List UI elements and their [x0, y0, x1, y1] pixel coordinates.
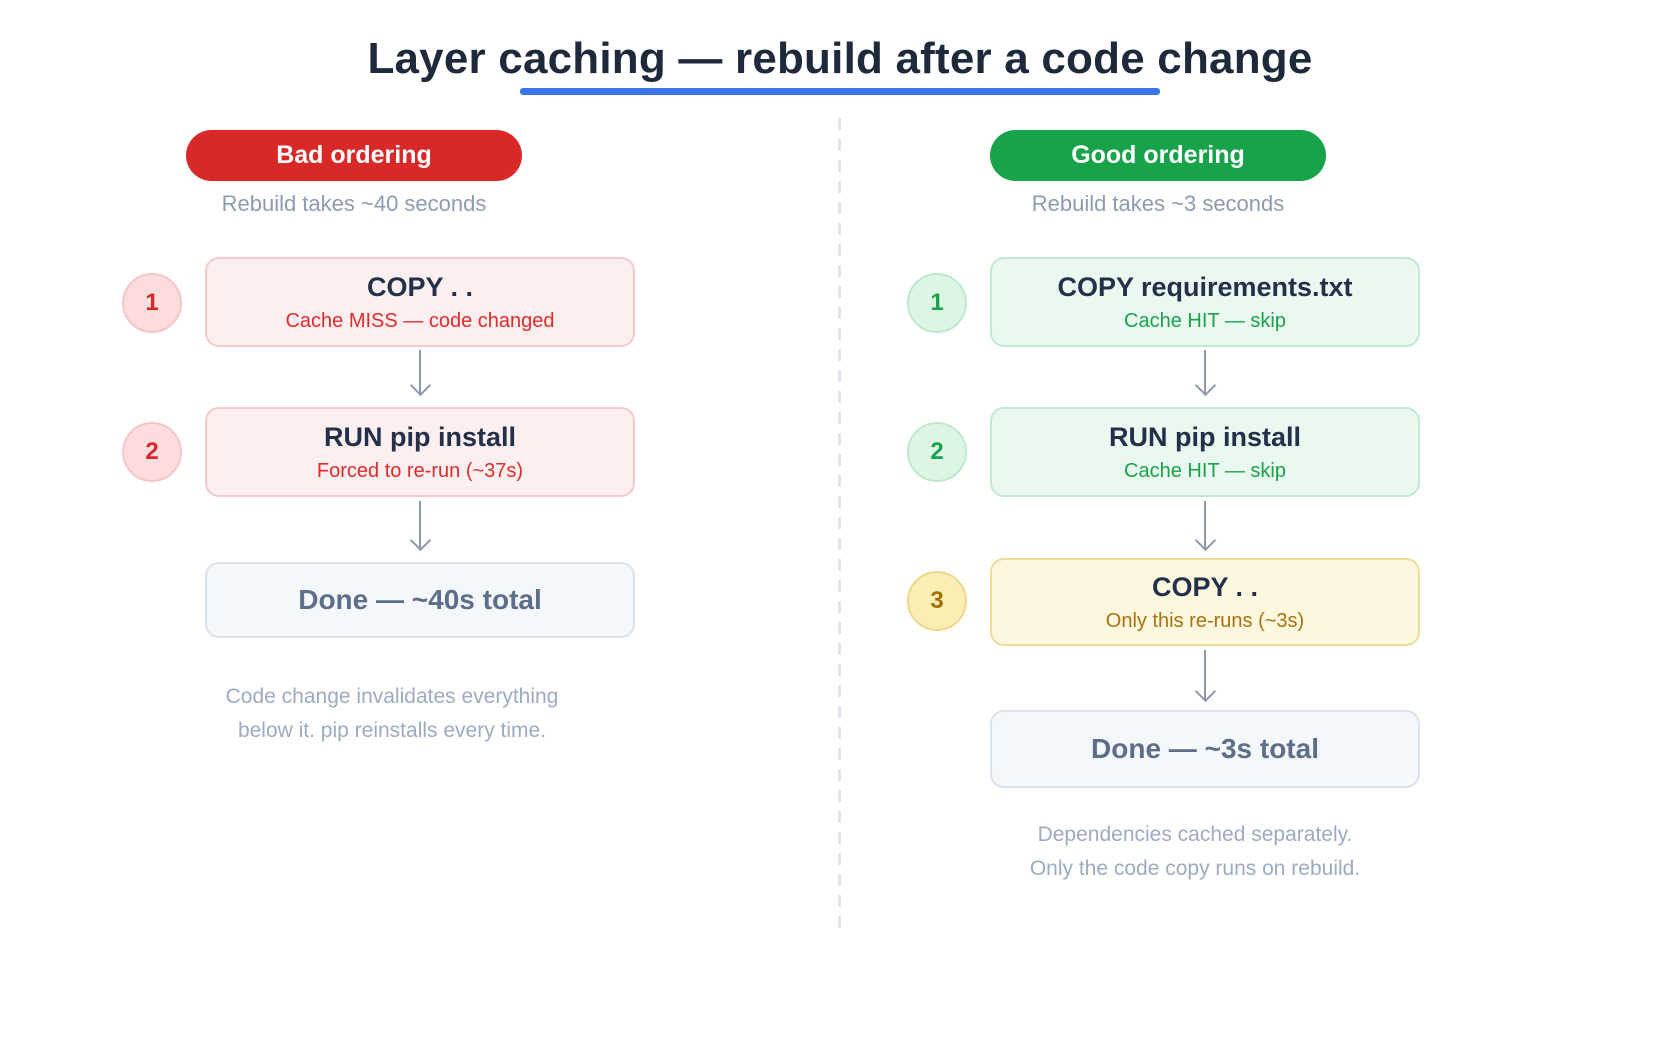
good-step-1-box: COPY requirements.txt Cache HIT — skip: [990, 257, 1420, 347]
bad-step-2-detail: Forced to re-run (~37s): [316, 459, 524, 482]
good-note-line-1: Dependencies cached separately.: [1037, 823, 1353, 846]
title-underline: [520, 88, 1160, 95]
good-ordering-badge: Good ordering: [990, 130, 1326, 181]
good-step-2-title: RUN pip install: [1108, 421, 1301, 452]
good-step-1-detail: Cache HIT — skip: [1124, 309, 1286, 332]
bad-step-2-title: RUN pip install: [323, 421, 516, 452]
good-step-3-title: COPY . .: [1151, 571, 1259, 602]
good-done-box: Done — ~3s total: [990, 710, 1420, 788]
arrow-down-icon: [1204, 650, 1206, 700]
good-step-1-title: COPY requirements.txt: [1057, 271, 1353, 302]
bad-column-subtitle: Rebuild takes ~40 seconds: [221, 191, 487, 216]
good-step-2-number: 2: [907, 422, 967, 482]
bad-done-label: Done — ~40s total: [298, 584, 542, 615]
bad-step-1-number: 1: [122, 273, 182, 333]
bad-note-line-2: below it. pip reinstalls every time.: [237, 719, 547, 742]
bad-ordering-badge: Bad ordering: [186, 130, 522, 181]
good-step-3-box: COPY . . Only this re-runs (~3s): [990, 558, 1420, 646]
bad-done-box: Done — ~40s total: [205, 562, 635, 638]
bad-note-line-1: Code change invalidates everything: [225, 685, 559, 708]
bad-step-2-box: RUN pip install Forced to re-run (~37s): [205, 407, 635, 497]
column-divider: [838, 118, 841, 930]
bad-step-2-number: 2: [122, 422, 182, 482]
good-column-subtitle: Rebuild takes ~3 seconds: [1031, 191, 1285, 216]
good-step-1-number: 1: [907, 273, 967, 333]
arrow-down-icon: [419, 501, 421, 549]
good-step-3-number: 3: [907, 571, 967, 631]
arrow-down-icon: [1204, 501, 1206, 549]
good-note-line-2: Only the code copy runs on rebuild.: [1029, 857, 1361, 880]
arrow-down-icon: [1204, 350, 1206, 394]
good-step-3-detail: Only this re-runs (~3s): [1105, 609, 1305, 632]
good-step-2-box: RUN pip install Cache HIT — skip: [990, 407, 1420, 497]
bad-column-note: Code change invalidates everything below…: [122, 680, 662, 748]
good-column-note: Dependencies cached separately. Only the…: [925, 818, 1465, 886]
arrow-down-icon: [419, 350, 421, 394]
bad-step-1-detail: Cache MISS — code changed: [285, 309, 555, 332]
good-step-2-detail: Cache HIT — skip: [1124, 459, 1286, 482]
good-done-label: Done — ~3s total: [1091, 733, 1319, 764]
bad-step-1-box: COPY . . Cache MISS — code changed: [205, 257, 635, 347]
page-title: Layer caching — rebuild after a code cha…: [367, 34, 1313, 83]
bad-step-1-title: COPY . .: [366, 271, 474, 302]
